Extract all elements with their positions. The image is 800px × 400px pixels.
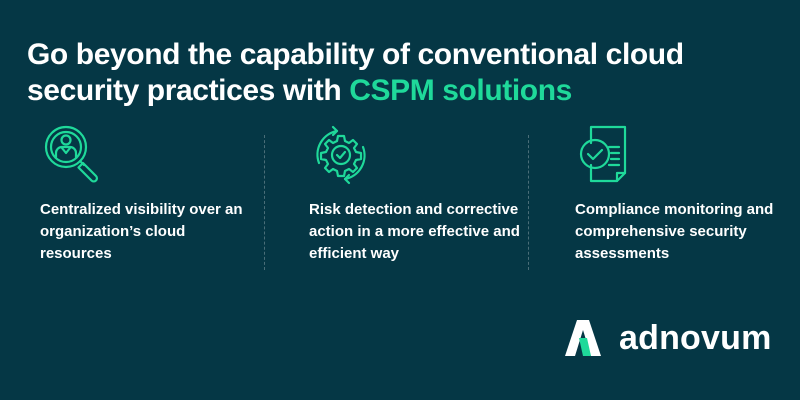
feature-text: Compliance monitoring and comprehensive … [575, 201, 774, 262]
feature-text: Centralized visibility over an organizat… [40, 201, 243, 262]
magnifier-user-icon [44, 125, 99, 183]
document-check-icon [579, 125, 627, 183]
divider [264, 135, 265, 270]
feature-text: Risk detection and corrective action in … [309, 201, 520, 262]
brand-name: adnovum [619, 319, 772, 357]
feature-visibility: Centralized visibility over an organizat… [40, 123, 260, 265]
feature-compliance: Compliance monitoring and comprehensive … [575, 123, 795, 265]
adnovum-logo-icon [565, 320, 601, 356]
headline-accent: CSPM solutions [349, 74, 572, 107]
gear-check-refresh-icon [316, 125, 366, 185]
brand-logo: adnovum [563, 318, 772, 358]
feature-risk-detection: Risk detection and corrective action in … [309, 123, 529, 265]
divider [528, 135, 529, 270]
headline: Go beyond the capability of conventional… [27, 37, 787, 109]
headline-main: Go beyond the capability of conventional… [27, 38, 684, 107]
